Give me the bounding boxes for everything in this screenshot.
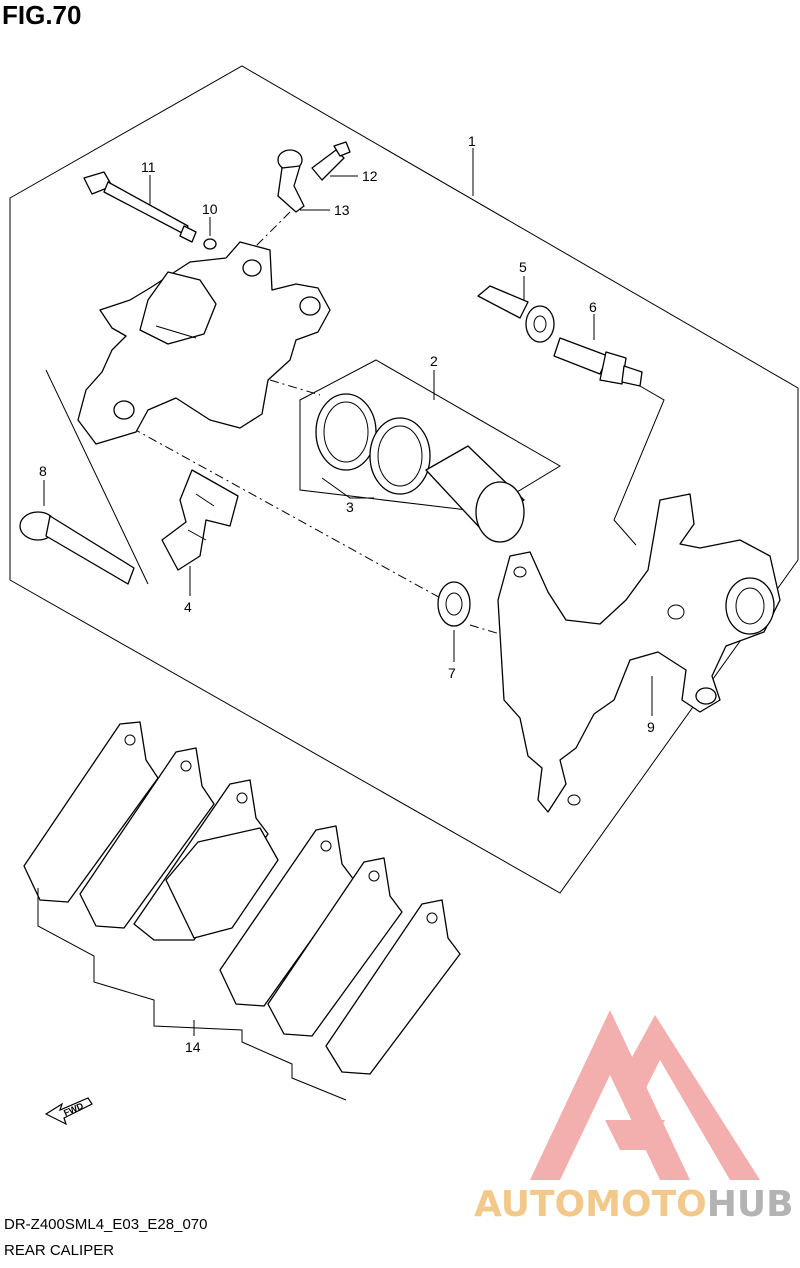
centerline-d bbox=[269, 379, 321, 396]
model-code: DR-Z400SML4_E03_E28_070 bbox=[4, 1216, 208, 1233]
watermark-text-part1: AUTOMOTO bbox=[474, 1184, 707, 1225]
label-part-14: 14 bbox=[185, 1039, 201, 1055]
watermark-logo-icon bbox=[530, 1010, 760, 1180]
label-part-7: 7 bbox=[448, 665, 456, 681]
watermark-text: AUTOMOTOHUB bbox=[474, 1184, 794, 1225]
part-11-pin bbox=[83, 171, 197, 243]
label-part-1: 1 bbox=[468, 133, 476, 149]
leader-14-bracket bbox=[37, 888, 347, 1101]
label-part-8: 8 bbox=[39, 463, 47, 479]
part-14-brake-pads bbox=[23, 721, 461, 1075]
pin-guide-line bbox=[45, 369, 149, 585]
part-10-ring bbox=[203, 238, 217, 250]
label-part-4: 4 bbox=[184, 599, 192, 615]
label-part-6: 6 bbox=[589, 299, 597, 315]
fwd-label: FWD bbox=[62, 1100, 85, 1118]
fwd-arrow-icon bbox=[44, 1097, 93, 1126]
assembly-outline bbox=[9, 65, 799, 894]
part-2-piston bbox=[425, 445, 525, 543]
figure-title: FIG.70 bbox=[2, 0, 82, 30]
part-5-bolt bbox=[477, 285, 555, 343]
label-part-11: 11 bbox=[141, 159, 156, 175]
leader-3 bbox=[321, 477, 374, 499]
centerline-a bbox=[243, 211, 291, 259]
label-part-12: 12 bbox=[362, 168, 378, 184]
label-part-5: 5 bbox=[519, 259, 527, 275]
label-part-13: 13 bbox=[334, 202, 350, 218]
section-name: REAR CALIPER bbox=[4, 1242, 115, 1259]
part-3-seals bbox=[315, 393, 431, 495]
label-part-9: 9 bbox=[647, 719, 655, 735]
part-7-boot bbox=[437, 581, 471, 627]
part-13-cap bbox=[277, 149, 305, 213]
label-part-3: 3 bbox=[346, 499, 354, 515]
caliper-body bbox=[77, 241, 331, 445]
part-6-pin-bolt bbox=[553, 337, 643, 387]
piston-kit-outline bbox=[299, 359, 561, 513]
part-4-pad-spring bbox=[161, 469, 239, 571]
label-part-2: 2 bbox=[430, 353, 438, 369]
part-12-bleeder bbox=[311, 141, 351, 181]
part-9-bracket bbox=[497, 493, 781, 813]
watermark-text-part2: HUB bbox=[706, 1184, 794, 1225]
centerline-b bbox=[131, 427, 445, 601]
pin-guide-line-b bbox=[613, 385, 665, 546]
label-part-10: 10 bbox=[202, 201, 218, 217]
part-8-pin-bolt bbox=[19, 511, 135, 585]
